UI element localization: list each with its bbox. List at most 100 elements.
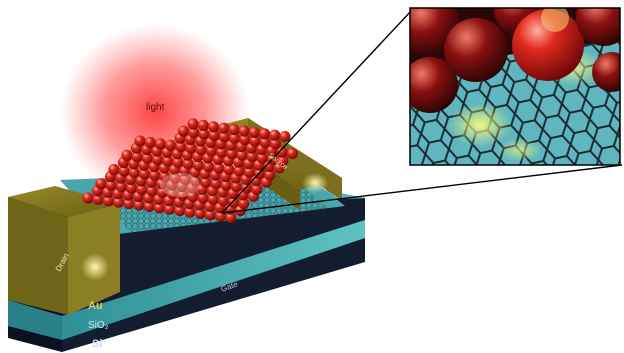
quantum-dot-sphere-icon [115, 181, 127, 193]
quantum-dot-sphere-icon [172, 156, 184, 168]
quantum-dot-sphere-icon [179, 173, 191, 185]
sio2-label: SiO₂ [88, 320, 109, 331]
quantum-dot-sphere-icon [213, 162, 225, 174]
quantum-dot-sphere-icon [141, 152, 153, 164]
quantum-dot-sphere-icon [139, 168, 151, 180]
quantum-dot-sphere-icon [164, 203, 176, 215]
quantum-dot-sphere-icon [277, 155, 289, 167]
quantum-dot-sphere-icon [217, 195, 229, 207]
quantum-dot-sphere-icon [276, 146, 288, 158]
quantum-dot-sphere-icon [207, 121, 220, 133]
quantum-dot-sphere-icon [286, 148, 298, 160]
quantum-dot-sphere-icon [187, 118, 199, 130]
quantum-dot-sphere-icon [238, 125, 250, 137]
quantum-dot-sphere-icon [205, 145, 217, 157]
quantum-dot-sphere-icon [230, 180, 242, 192]
quantum-dot-cluster [82, 118, 298, 224]
au-label: Au [88, 300, 103, 312]
quantum-dot-sphere-icon [192, 159, 204, 171]
quantum-dot-sphere-icon [136, 183, 148, 195]
quantum-dot-sphere-icon [82, 192, 94, 204]
quantum-dot-sphere-icon [156, 186, 168, 198]
quantum-dot-sphere-icon [118, 165, 130, 177]
quantum-dot-sphere-icon [134, 135, 146, 147]
quantum-dot-sphere-icon [188, 126, 200, 139]
zoom-lines [221, 9, 623, 214]
quantum-dot-sphere-icon [233, 165, 245, 177]
quantum-dot-sphere-icon [258, 128, 271, 140]
quantum-dot-sphere-icon [184, 206, 196, 218]
light-label: light [146, 102, 165, 113]
quantum-dot-sphere-icon [154, 138, 166, 150]
quantum-dot-sphere-icon [200, 176, 212, 188]
quantum-dot-sphere-icon [264, 169, 276, 181]
quantum-dot-sphere-icon [175, 141, 187, 153]
quantum-dot-sphere-icon [207, 193, 219, 205]
quantum-dot-sphere-icon [216, 146, 228, 158]
quantum-dot-sphere-icon [279, 131, 291, 143]
quantum-dot-sphere-icon [204, 209, 216, 221]
quantum-dot-sphere-icon [153, 202, 165, 214]
quantum-dot-sphere-icon [210, 178, 222, 190]
quantum-dot-sphere-icon [133, 199, 145, 211]
quantum-dot-sphere-icon [92, 193, 104, 205]
quantum-dot-sphere-icon [256, 152, 268, 164]
quantum-dot-sphere-icon [249, 135, 261, 147]
quantum-dot-sphere-icon [259, 136, 271, 148]
quantum-dot-sphere-icon [223, 163, 235, 175]
quantum-dot-sphere-icon [169, 172, 181, 184]
quantum-dot-sphere-icon [131, 151, 143, 163]
quantum-dot-sphere-icon [238, 197, 250, 209]
quantum-dot-sphere-icon [143, 200, 155, 212]
quantum-dot-sphere-icon [236, 149, 248, 161]
quantum-dot-sphere-icon [187, 190, 199, 202]
quantum-dot-sphere-icon [228, 196, 240, 208]
quantum-dot-sphere-icon [208, 129, 220, 141]
quantum-dot-sphere-icon [121, 149, 133, 161]
quantum-dot-sphere-icon [182, 158, 194, 170]
quantum-dot-sphere-icon [229, 132, 241, 144]
quantum-dot-sphere-icon [149, 169, 161, 181]
quantum-dot-sphere-icon [105, 179, 117, 191]
quantum-dot-sphere-icon [146, 185, 158, 197]
quantum-dot-sphere-icon [102, 195, 114, 207]
quantum-dot-sphere-icon [218, 122, 230, 134]
quantum-dot-sphere-icon [203, 160, 215, 173]
quantum-dot-sphere-icon [165, 139, 177, 151]
quantum-dot-sphere-icon [226, 148, 238, 160]
quantum-dot-sphere-icon [251, 183, 263, 195]
quantum-dot-sphere-icon [246, 150, 258, 163]
quantum-dot-sphere-icon [269, 138, 281, 150]
quantum-dot-sphere-icon [128, 166, 140, 178]
quantum-dot-sphere-icon [197, 119, 209, 131]
quantum-dot-sphere-icon [177, 189, 189, 201]
quantum-dot-sphere-icon [197, 192, 209, 204]
quantum-dot-sphere-icon [190, 175, 202, 187]
quantum-dot-sphere-icon [248, 126, 260, 138]
quantum-dot-sphere-icon [123, 198, 135, 210]
quantum-dot-sphere-icon [269, 129, 281, 141]
quantum-dot-sphere-icon [218, 131, 230, 143]
quantum-dot-sphere-icon [95, 178, 107, 190]
quantum-dot-sphere-icon [174, 205, 186, 217]
quantum-dot-sphere-icon [225, 212, 237, 224]
quantum-dot-sphere-icon [195, 143, 207, 156]
quantum-dot-sphere-icon [113, 196, 125, 208]
quantum-dot-sphere-icon [220, 179, 232, 191]
quantum-dot-sphere-icon [194, 207, 206, 219]
quantum-dot-sphere-icon [185, 142, 197, 154]
quantum-dot-sphere-icon [198, 128, 210, 140]
zoom-inset [409, 7, 621, 166]
quantum-dot-sphere-icon [178, 125, 190, 137]
quantum-dot-sphere-icon [239, 133, 251, 146]
quantum-dot-sphere-icon [243, 166, 255, 178]
dot-highlight [160, 173, 200, 197]
quantum-dot-sphere-icon [228, 124, 240, 136]
quantum-dot-sphere-icon [166, 188, 178, 200]
quantum-dot-sphere-icon [152, 153, 164, 166]
si-label: Si [92, 338, 102, 350]
quantum-dot-sphere-icon [144, 136, 156, 149]
quantum-dot-sphere-icon [159, 171, 171, 183]
quantum-dot-sphere-icon [162, 155, 174, 167]
